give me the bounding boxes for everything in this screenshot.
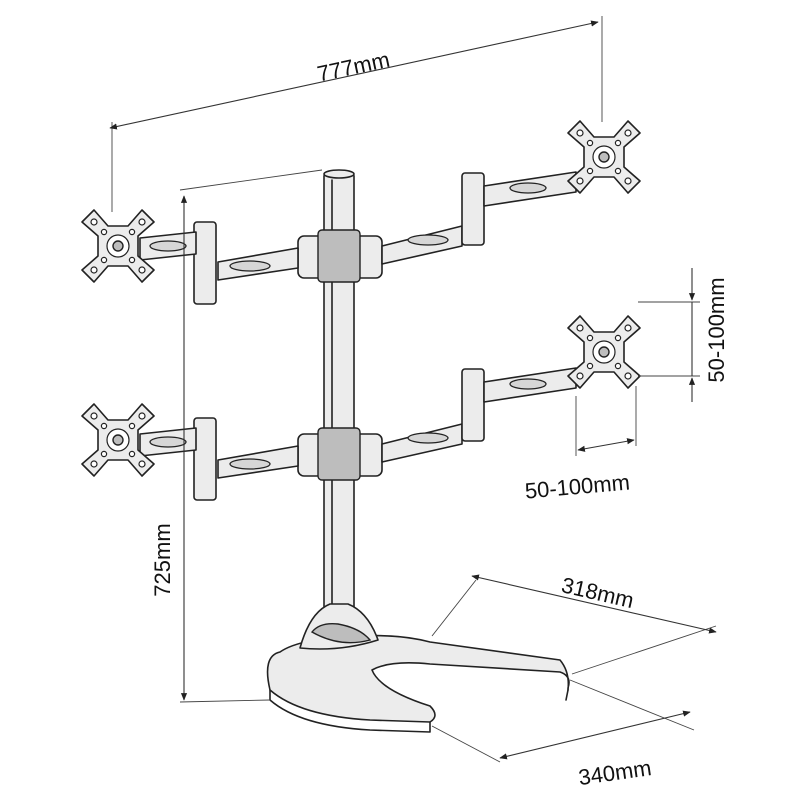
vesa-plate-top-right xyxy=(567,120,641,194)
dimension-label-vesa-vertical: 50-100mm xyxy=(704,277,729,382)
vesa-plate-bottom-right xyxy=(567,315,641,389)
upper-arm-assembly xyxy=(139,171,577,305)
dimension-label-total-width: 777mm xyxy=(315,47,392,87)
dimension-label-base-width: 340mm xyxy=(577,755,653,790)
dimension-label-base-depth: 318mm xyxy=(559,572,636,613)
dimension-vesa-vertical: 50-100mm xyxy=(638,268,729,402)
stand-base xyxy=(266,603,570,733)
dimension-vesa-horizontal: 50-100mm xyxy=(524,386,637,504)
dimension-base-width: 340mm xyxy=(431,679,695,790)
lower-arm-assembly xyxy=(139,367,577,501)
dimension-height: 725mm xyxy=(150,169,323,703)
dimension-label-vesa-horizontal: 50-100mm xyxy=(524,469,631,503)
dimension-label-height: 725mm xyxy=(150,523,175,596)
